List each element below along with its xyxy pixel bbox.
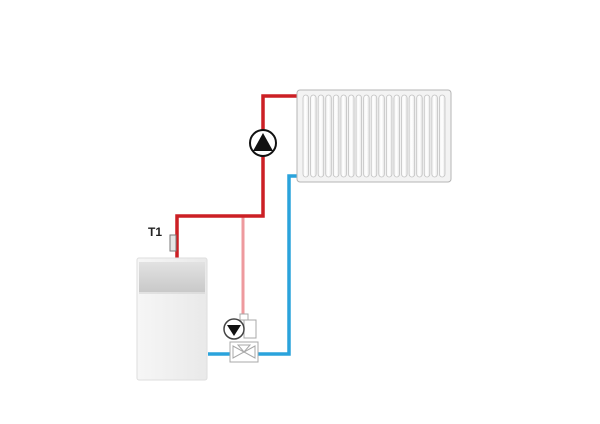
radiator-fin (393, 94, 400, 178)
radiator-fin (332, 94, 340, 178)
radiator-fin (378, 94, 385, 178)
mixing-pump-icon (223, 313, 257, 340)
radiator-fin (302, 94, 309, 178)
supply-pipe (175, 94, 300, 258)
radiator-fin (355, 94, 363, 178)
radiator-fin (348, 94, 355, 178)
radiator-fin (431, 94, 438, 178)
radiator-fin (423, 94, 431, 178)
radiator-fin (363, 94, 370, 178)
radiator-fin (385, 94, 393, 178)
radiator-fin (401, 94, 408, 178)
three-way-valve-icon (229, 341, 259, 363)
radiator-fin (317, 94, 325, 178)
radiator-fin (310, 94, 317, 178)
radiator-fins (302, 94, 446, 178)
sensor-label-t1: T1 (148, 225, 162, 239)
radiator-fin (370, 94, 378, 178)
radiator-fin (408, 94, 416, 178)
radiator-icon (296, 89, 452, 183)
radiator-fin (416, 94, 423, 178)
boiler-icon (136, 257, 208, 381)
radiator-fin (439, 94, 446, 178)
radiator-fin (340, 94, 347, 178)
circulation-pump-icon (249, 129, 277, 157)
temperature-sensor-icon (169, 234, 177, 252)
radiator-fin (325, 94, 332, 178)
